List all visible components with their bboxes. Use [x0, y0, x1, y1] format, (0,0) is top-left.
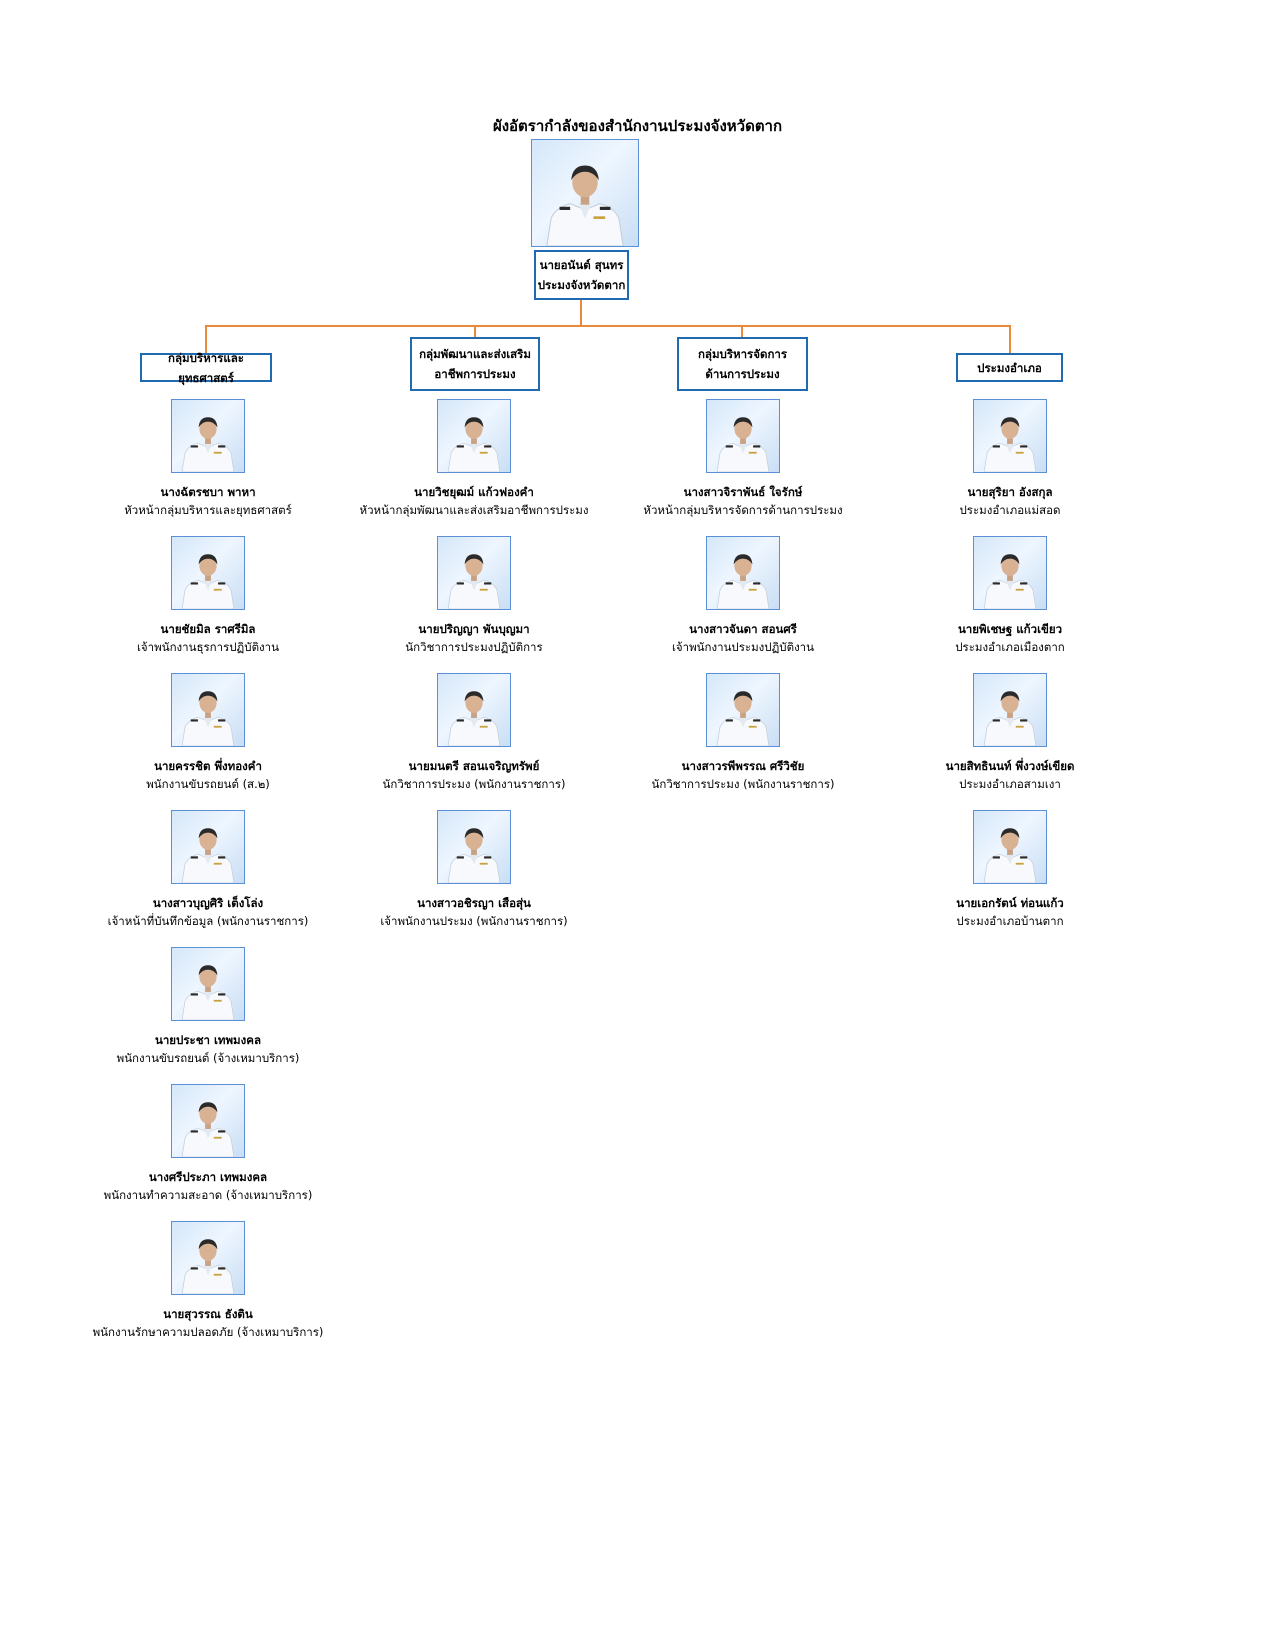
member-photo	[171, 1084, 245, 1158]
member-name: นายสุริยา อังสกุล	[967, 485, 1053, 499]
member-caption: นางสาวจันดา สอนศรีเจ้าพนักงานประมงปฏิบัต…	[613, 620, 873, 656]
member-photo	[171, 810, 245, 884]
member-name: นายพิเชษฐ แก้วเขียว	[957, 622, 1063, 636]
connector-group-2	[474, 325, 476, 337]
member-name: นางสาวจันดา สอนศรี	[689, 622, 797, 636]
member-photo	[437, 673, 511, 747]
member-name: นายสุวรรณ ธังติน	[163, 1307, 253, 1321]
head-box: นายอนันต์ สุนทร ประมงจังหวัดตาก	[534, 250, 629, 300]
member-position: หัวหน้ากลุ่มบริหารจัดการด้านการประมง	[643, 503, 843, 517]
member-photo	[973, 399, 1047, 473]
member-name: นายเอกรัตน์ ท่อนแก้ว	[956, 896, 1064, 910]
member-position: เจ้าหน้าที่บันทึกข้อมูล (พนักงานราชการ)	[107, 914, 309, 928]
group-label: ประมงอำเภอ	[977, 360, 1042, 375]
member-name: นายประชา เทพมงคล	[154, 1033, 261, 1047]
member-caption: นายปริญญา พันบุญมานักวิชาการประมงปฏิบัติ…	[344, 620, 604, 656]
group-box-2: กลุ่มพัฒนาและส่งเสริม อาชีพการประมง	[410, 337, 540, 391]
member-position: พนักงานขับรถยนต์ (จ้างเหมาบริการ)	[116, 1051, 300, 1065]
member-caption: นายครรชิต พึ่งทองคำพนักงานขับรถยนต์ (ส.๒…	[78, 757, 338, 793]
chart-title: ผังอัตรากำลังของสำนักงานประมงจังหวัดตาก	[492, 117, 783, 135]
member-name: นายมนตรี สอนเจริญทรัพย์	[408, 759, 540, 773]
member-name: นางสาวอชิรญา เสือสุ่น	[417, 896, 531, 910]
member-position: หัวหน้ากลุ่มบริหารและยุทธศาสตร์	[124, 503, 292, 517]
head-position: ประมงจังหวัดตาก	[537, 278, 626, 292]
member-position: นักวิชาการประมง (พนักงานราชการ)	[651, 777, 835, 791]
group-label-line2: อาชีพการประมง	[434, 367, 516, 381]
member-photo	[171, 1221, 245, 1295]
member-position: ประมงอำเภอแม่สอด	[959, 503, 1061, 517]
member-caption: นายชัยมิล ราศรีมิลเจ้าพนักงานธุรการปฏิบั…	[78, 620, 338, 656]
head-photo	[531, 139, 639, 247]
member-position: ประมงอำเภอเมืองตาก	[955, 640, 1065, 654]
member-caption: นายสิทธินนท์ พึ่งวงษ์เขียดประมงอำเภอสามเ…	[880, 757, 1140, 793]
group-box-4: ประมงอำเภอ	[956, 353, 1063, 382]
group-label-line2: ด้านการประมง	[705, 367, 780, 381]
member-caption: นางสาวอชิรญา เสือสุ่นเจ้าพนักงานประมง (พ…	[344, 894, 604, 930]
member-position: เจ้าพนักงานธุรการปฏิบัติงาน	[137, 640, 279, 654]
member-photo	[973, 810, 1047, 884]
member-name: นางสาวบุญศิริ เต็งโล่ง	[152, 896, 264, 910]
member-name: นายปริญญา พันบุญมา	[418, 622, 530, 636]
member-caption: นายสุวรรณ ธังตินพนักงานรักษาความปลอดภัย …	[78, 1305, 338, 1341]
member-name: นายวิชยุฒม์ แก้วฟองคำ	[414, 485, 534, 499]
member-name: นายสิทธินนท์ พึ่งวงษ์เขียด	[945, 759, 1075, 773]
member-photo	[706, 399, 780, 473]
member-caption: นายวิชยุฒม์ แก้วฟองคำหัวหน้ากลุ่มพัฒนาแล…	[344, 483, 604, 519]
member-caption: นายเอกรัตน์ ท่อนแก้วประมงอำเภอบ้านตาก	[880, 894, 1140, 930]
member-name: นางสาวรพีพรรณ ศรีวิชัย	[681, 759, 805, 773]
member-name: นางสาวจิราพันธ์ ใจรักษ์	[683, 485, 803, 499]
member-position: ประมงอำเภอบ้านตาก	[956, 914, 1064, 928]
member-photo	[973, 536, 1047, 610]
member-photo	[171, 947, 245, 1021]
member-caption: นางสาวบุญศิริ เต็งโล่งเจ้าหน้าที่บันทึกข…	[78, 894, 338, 930]
member-caption: นายมนตรี สอนเจริญทรัพย์นักวิชาการประมง (…	[344, 757, 604, 793]
member-caption: นางฉัตรชบา พาหาหัวหน้ากลุ่มบริหารและยุทธ…	[78, 483, 338, 519]
connector-horizontal	[205, 325, 1011, 327]
member-caption: นางสาวรพีพรรณ ศรีวิชัยนักวิชาการประมง (พ…	[613, 757, 873, 793]
connector-group-4	[1009, 325, 1011, 353]
member-photo	[437, 399, 511, 473]
member-photo	[973, 673, 1047, 747]
member-position: เจ้าพนักงานประมง (พนักงานราชการ)	[380, 914, 568, 928]
member-photo	[437, 810, 511, 884]
member-name: นางฉัตรชบา พาหา	[160, 485, 256, 499]
member-caption: นางศรีประภา เทพมงคลพนักงานทำความสะอาด (จ…	[78, 1168, 338, 1204]
member-photo	[706, 673, 780, 747]
member-caption: นายประชา เทพมงคลพนักงานขับรถยนต์ (จ้างเห…	[78, 1031, 338, 1067]
connector-head-down	[580, 300, 582, 327]
member-name: นายครรชิต พึ่งทองคำ	[154, 759, 262, 773]
member-position: ประมงอำเภอสามเงา	[959, 777, 1061, 791]
member-caption: นายพิเชษฐ แก้วเขียวประมงอำเภอเมืองตาก	[880, 620, 1140, 656]
group-label: กลุ่มบริหารและยุทธศาสตร์	[168, 350, 244, 385]
group-box-3: กลุ่มบริหารจัดการ ด้านการประมง	[677, 337, 808, 391]
member-position: นักวิชาการประมงปฏิบัติการ	[405, 640, 543, 654]
member-position: พนักงานทำความสะอาด (จ้างเหมาบริการ)	[103, 1188, 313, 1202]
member-position: พนักงานขับรถยนต์ (ส.๒)	[146, 777, 270, 791]
head-name: นายอนันต์ สุนทร	[539, 258, 624, 272]
group-box-1: กลุ่มบริหารและยุทธศาสตร์	[140, 351, 272, 385]
member-position: หัวหน้ากลุ่มพัฒนาและส่งเสริมอาชีพการประม…	[359, 503, 589, 517]
member-name: นางศรีประภา เทพมงคล	[148, 1170, 268, 1184]
member-photo	[706, 536, 780, 610]
member-position: พนักงานรักษาความปลอดภัย (จ้างเหมาบริการ)	[92, 1325, 324, 1339]
member-caption: นายสุริยา อังสกุลประมงอำเภอแม่สอด	[880, 483, 1140, 519]
member-photo	[171, 536, 245, 610]
member-photo	[171, 673, 245, 747]
member-position: นักวิชาการประมง (พนักงานราชการ)	[382, 777, 566, 791]
member-position: เจ้าพนักงานประมงปฏิบัติงาน	[671, 640, 815, 654]
member-photo	[437, 536, 511, 610]
group-label: กลุ่มพัฒนาและส่งเสริม	[419, 347, 531, 361]
member-photo	[171, 399, 245, 473]
member-caption: นางสาวจิราพันธ์ ใจรักษ์หัวหน้ากลุ่มบริหา…	[613, 483, 873, 519]
connector-group-3	[741, 325, 743, 337]
connector-group-1	[205, 325, 207, 353]
member-name: นายชัยมิล ราศรีมิล	[160, 622, 256, 636]
group-label: กลุ่มบริหารจัดการ	[697, 347, 788, 361]
